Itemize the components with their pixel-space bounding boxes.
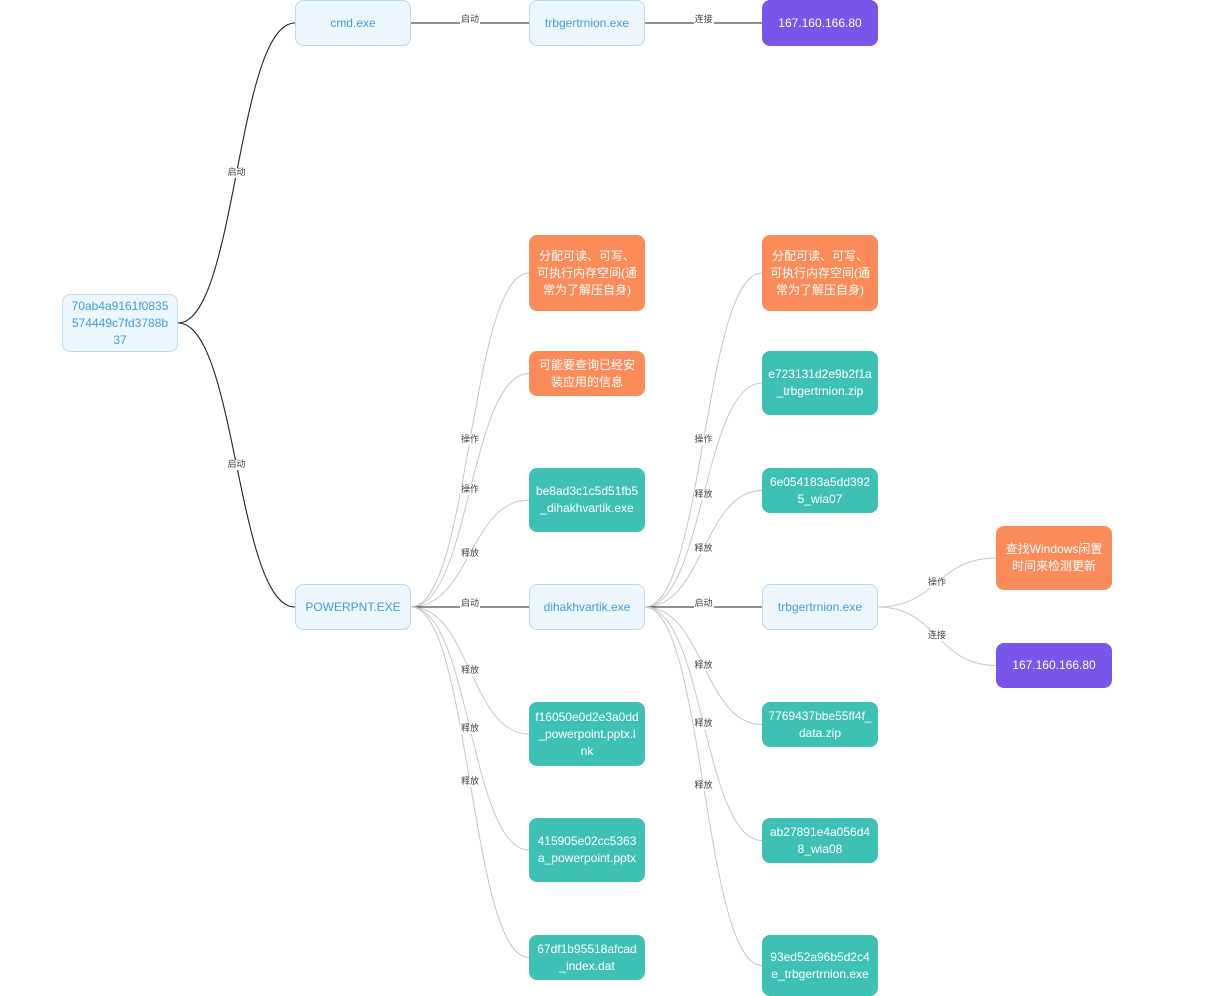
- node-action-a2[interactable]: 可能要查询已经安装应用的信息: [529, 351, 645, 396]
- node-label: 分配可读、可写、可执行内存空间(通常为了解压自身): [770, 248, 870, 297]
- edge-label-ppt-a2: 操作: [459, 485, 481, 496]
- node-label: f16050e0d2e3a0dd_powerpoint.pptx.lnk: [535, 709, 639, 758]
- node-label: POWERPNT.EXE: [305, 599, 401, 614]
- node-label: 查找Windows闲置时间来检测更新: [1005, 542, 1103, 573]
- edge-label-dih-f8: 释放: [693, 718, 714, 729]
- node-label: 6e054183a5dd3925_wia07: [769, 474, 871, 506]
- node-label: 415905e02cc5363a_powerpoint.pptx: [537, 834, 637, 865]
- node-file-f8[interactable]: ab27891e4a056d48_wia08: [762, 818, 878, 863]
- node-label: trbgertrnion.exe: [544, 15, 630, 30]
- edge-label-trb2-a4: 操作: [926, 577, 948, 588]
- node-label: 167.160.166.80: [778, 15, 862, 30]
- node-file-f3[interactable]: 415905e02cc5363a_powerpoint.pptx: [529, 818, 645, 882]
- node-process-dih[interactable]: dihakhvartik.exe: [529, 584, 645, 630]
- edge-label-root-cmd: 启动: [226, 168, 247, 178]
- edge-label-ppt-f2: 释放: [459, 665, 481, 676]
- node-action-a1[interactable]: 分配可读、可写、可执行内存空间(通常为了解压自身): [529, 235, 645, 311]
- edge-label-ppt-a1: 操作: [459, 435, 481, 445]
- node-label: 7769437bbe55ff4f_data.zip: [768, 708, 872, 740]
- node-file-f4[interactable]: 67df1b95518afcad_index.dat: [529, 935, 645, 980]
- edge-label-dih-a3: 操作: [693, 435, 714, 445]
- node-ip-ip2[interactable]: 167.160.166.80: [996, 643, 1112, 688]
- node-file-f1[interactable]: be8ad3c1c5d51fb5_dihakhvartik.exe: [529, 468, 645, 532]
- node-action-a3[interactable]: 分配可读、可写、可执行内存空间(通常为了解压自身): [762, 235, 878, 311]
- edge-label-dih-f6: 释放: [693, 543, 714, 554]
- edge-label-dih-f5: 释放: [693, 490, 714, 500]
- node-label: 可能要查询已经安装应用的信息: [538, 357, 635, 389]
- edge-label-cmd-trb1: 启动: [459, 15, 481, 25]
- edge-label-trb1-ip1: 连接: [693, 15, 714, 25]
- node-process-root[interactable]: 70ab4a9161f0835574449c7fd3788b37: [62, 294, 178, 352]
- node-label: 70ab4a9161f0835574449c7fd3788b37: [71, 298, 169, 347]
- edge-label-dih-trb2: 启动: [693, 599, 714, 609]
- node-file-f9[interactable]: 93ed52a96b5d2c4e_trbgertrnion.exe: [762, 935, 878, 996]
- edge-label-dih-f9: 释放: [693, 781, 714, 792]
- node-label: e723131d2e9b2f1a_trbgertrnion.zip: [768, 367, 872, 398]
- node-file-f7[interactable]: 7769437bbe55ff4f_data.zip: [762, 702, 878, 747]
- node-label: be8ad3c1c5d51fb5_dihakhvartik.exe: [535, 484, 639, 515]
- node-process-trb1[interactable]: trbgertrnion.exe: [529, 0, 645, 46]
- node-action-a4[interactable]: 查找Windows闲置时间来检测更新: [996, 526, 1112, 590]
- edge-label-trb2-ip2: 连接: [926, 631, 948, 642]
- node-process-trb2[interactable]: trbgertrnion.exe: [762, 584, 878, 630]
- node-label: 分配可读、可写、可执行内存空间(通常为了解压自身): [537, 248, 637, 297]
- edge-label-ppt-dih: 启动: [459, 599, 481, 609]
- node-file-f2[interactable]: f16050e0d2e3a0dd_powerpoint.pptx.lnk: [529, 702, 645, 766]
- node-process-ppt[interactable]: POWERPNT.EXE: [295, 584, 411, 630]
- node-file-f5[interactable]: e723131d2e9b2f1a_trbgertrnion.zip: [762, 351, 878, 415]
- node-label: cmd.exe: [330, 15, 376, 30]
- node-process-cmd[interactable]: cmd.exe: [295, 0, 411, 46]
- node-label: 67df1b95518afcad_index.dat: [537, 941, 637, 973]
- edge-label-root-ppt: 启动: [226, 460, 247, 470]
- edge-label-ppt-f1: 释放: [459, 548, 481, 559]
- edge-label-ppt-f4: 释放: [459, 777, 481, 788]
- node-label: trbgertrnion.exe: [777, 599, 863, 614]
- edge-label-ppt-f3: 释放: [459, 723, 481, 734]
- node-label: dihakhvartik.exe: [543, 599, 631, 614]
- node-file-f6[interactable]: 6e054183a5dd3925_wia07: [762, 468, 878, 513]
- node-label: ab27891e4a056d48_wia08: [769, 824, 871, 856]
- node-label: 167.160.166.80: [1012, 658, 1096, 672]
- node-ip-ip1[interactable]: 167.160.166.80: [762, 0, 878, 46]
- node-label: 93ed52a96b5d2c4e_trbgertrnion.exe: [770, 949, 870, 981]
- edge-label-dih-f7: 释放: [693, 660, 714, 671]
